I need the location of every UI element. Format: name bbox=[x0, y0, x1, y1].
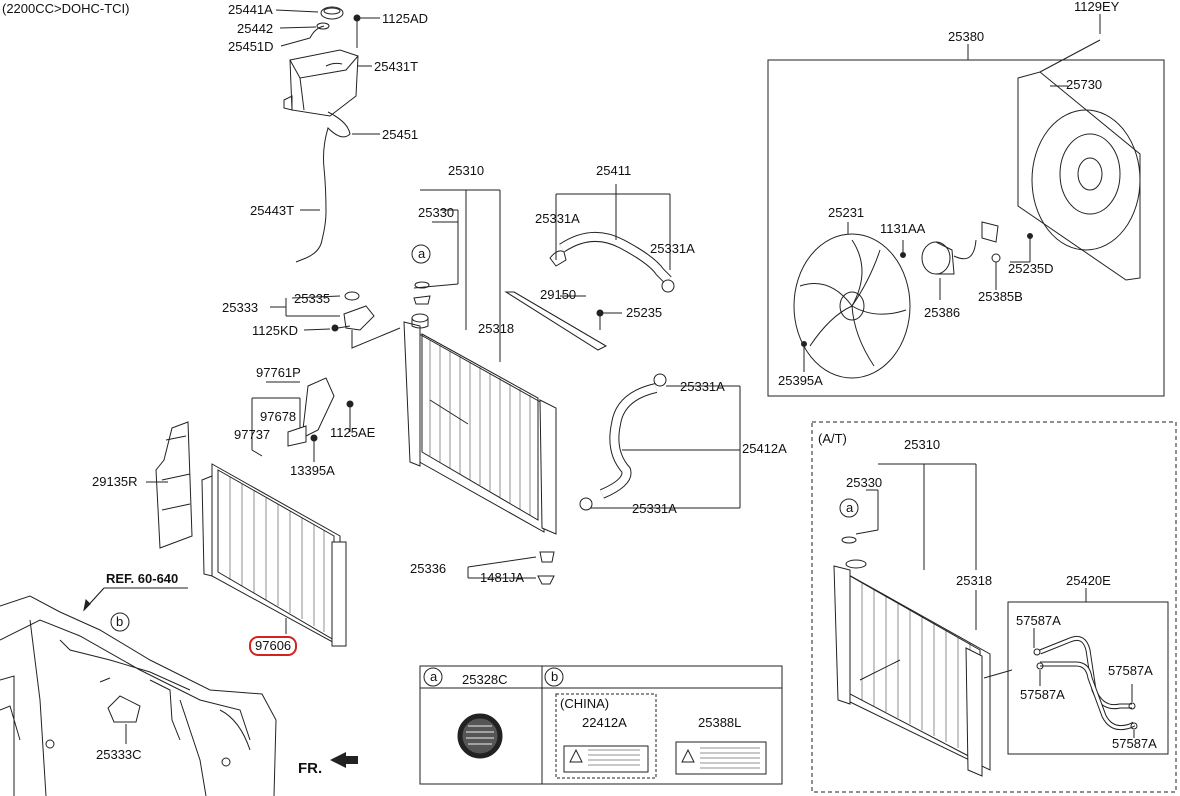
part-1481JA[interactable]: 1481JA bbox=[480, 570, 525, 585]
part-25335[interactable]: 25335 bbox=[294, 291, 331, 306]
part-13395A[interactable]: 13395A bbox=[290, 463, 335, 478]
drain-plug bbox=[537, 551, 555, 585]
part-97737[interactable]: 97737 bbox=[234, 427, 271, 442]
part-25336[interactable]: 25336 bbox=[410, 561, 447, 576]
fan-assembly-box bbox=[767, 59, 1165, 397]
at-label: (A/T) bbox=[818, 431, 847, 446]
part-97761P[interactable]: 97761P bbox=[256, 365, 301, 380]
part-25441A[interactable]: 25441A bbox=[228, 2, 273, 17]
table-callout-a: a bbox=[430, 669, 438, 684]
front-arrow-icon bbox=[330, 752, 358, 768]
fan-blade bbox=[793, 233, 911, 379]
part-25442[interactable]: 25442 bbox=[237, 21, 274, 36]
ref-label[interactable]: REF. 60-640 bbox=[106, 571, 179, 586]
part-25451D[interactable]: 25451D bbox=[228, 39, 274, 54]
reservoir-hose-fitting bbox=[309, 22, 330, 39]
part-57587A-1[interactable]: 57587A bbox=[1016, 613, 1061, 628]
part-1125AE[interactable]: 1125AE bbox=[330, 425, 376, 440]
part-25333[interactable]: 25333 bbox=[222, 300, 259, 315]
part-97678[interactable]: 97678 bbox=[260, 409, 297, 424]
part-1125AD[interactable]: 1125AD bbox=[382, 11, 429, 26]
part-25318[interactable]: 25318 bbox=[478, 321, 515, 336]
condenser-bracket bbox=[287, 377, 335, 447]
callout-b-label: b bbox=[116, 614, 124, 629]
part-25231[interactable]: 25231 bbox=[828, 205, 865, 220]
warning-label-icon bbox=[675, 741, 767, 775]
at-section-box bbox=[811, 421, 1177, 793]
callout-circle-b bbox=[110, 612, 564, 687]
part-25235[interactable]: 25235 bbox=[626, 305, 663, 320]
upper-hose bbox=[549, 231, 675, 293]
part-25318-at[interactable]: 25318 bbox=[956, 573, 993, 588]
mounting-bracket bbox=[331, 291, 375, 332]
part-25451[interactable]: 25451 bbox=[382, 127, 419, 142]
label-table bbox=[419, 665, 783, 785]
air-guard bbox=[155, 421, 193, 549]
part-25411[interactable]: 25411 bbox=[596, 163, 632, 178]
part-25331A-1[interactable]: 25331A bbox=[535, 211, 580, 226]
part-25412A[interactable]: 25412A bbox=[742, 441, 787, 456]
part-57587A-3[interactable]: 57587A bbox=[1020, 687, 1065, 702]
part-97606-highlighted[interactable]: 97606 bbox=[249, 636, 298, 656]
part-1131AA[interactable]: 1131AA bbox=[880, 221, 926, 236]
part-25330-at[interactable]: 25330 bbox=[846, 475, 883, 490]
part-25395A[interactable]: 25395A bbox=[778, 373, 823, 388]
part-29135R[interactable]: 29135R bbox=[92, 474, 138, 489]
part-25388L[interactable]: 25388L bbox=[698, 715, 742, 730]
part-25310-at[interactable]: 25310 bbox=[904, 437, 941, 452]
part-29150[interactable]: 29150 bbox=[540, 287, 577, 302]
part-25310[interactable]: 25310 bbox=[448, 163, 485, 178]
screw-icon bbox=[596, 309, 604, 330]
engine-spec: (2200CC>DOHC-TCI) bbox=[2, 1, 130, 16]
reservoir-hose bbox=[295, 111, 351, 263]
reservoir-bolt-icon bbox=[353, 14, 361, 48]
lower-hose bbox=[579, 373, 667, 511]
front-label: FR. bbox=[298, 760, 323, 777]
part-25380[interactable]: 25380 bbox=[948, 29, 985, 44]
oil-cooler-hose bbox=[1033, 635, 1138, 731]
radiator-at bbox=[833, 559, 991, 777]
callout-circle-a bbox=[411, 244, 859, 687]
bolt-icon bbox=[310, 400, 354, 442]
china-warning-label-icon bbox=[563, 745, 649, 773]
part-25730[interactable]: 25730 bbox=[1066, 77, 1103, 92]
part-25331A-3[interactable]: 25331A bbox=[680, 379, 725, 394]
part-25331A-4[interactable]: 25331A bbox=[632, 501, 677, 516]
part-25328C[interactable]: 25328C bbox=[462, 672, 508, 687]
part-25431T[interactable]: 25431T bbox=[374, 59, 419, 74]
part-25330[interactable]: 25330 bbox=[418, 205, 455, 220]
callout-a-label: a bbox=[418, 246, 426, 261]
seal-strip bbox=[504, 291, 608, 351]
part-25235D[interactable]: 25235D bbox=[1008, 261, 1054, 276]
oil-cooler-hose-box bbox=[1007, 601, 1169, 755]
part-22412A[interactable]: 22412A bbox=[582, 715, 627, 730]
part-57587A-4[interactable]: 57587A bbox=[1112, 736, 1157, 751]
condenser bbox=[201, 463, 347, 647]
part-25333C[interactable]: 25333C bbox=[96, 747, 142, 762]
callout-a-label-at: a bbox=[846, 500, 854, 515]
fan-shroud bbox=[1017, 39, 1141, 281]
motor-screw-icon bbox=[801, 233, 1033, 347]
cap-seal bbox=[413, 281, 431, 305]
part-25443T[interactable]: 25443T bbox=[250, 203, 295, 218]
part-25385B[interactable]: 25385B bbox=[978, 289, 1023, 304]
china-label: (CHINA) bbox=[560, 696, 610, 711]
reservoir-cap bbox=[320, 6, 344, 20]
part-25331A-2[interactable]: 25331A bbox=[650, 241, 695, 256]
radiator-main bbox=[403, 321, 557, 535]
reservoir-tank bbox=[283, 49, 359, 117]
table-callout-b: b bbox=[551, 669, 559, 684]
bracket-25333c bbox=[107, 695, 141, 723]
front-end-panel bbox=[0, 595, 277, 796]
part-25420E[interactable]: 25420E bbox=[1066, 573, 1111, 588]
part-57587A-2[interactable]: 57587A bbox=[1108, 663, 1153, 678]
part-25386[interactable]: 25386 bbox=[924, 305, 961, 320]
radiator-cap bbox=[411, 313, 429, 329]
part-1129EY[interactable]: 1129EY bbox=[1074, 0, 1120, 14]
part-1125KD[interactable]: 1125KD bbox=[252, 323, 299, 338]
fan-motor bbox=[921, 221, 999, 275]
warning-cap-label-icon bbox=[457, 713, 503, 759]
